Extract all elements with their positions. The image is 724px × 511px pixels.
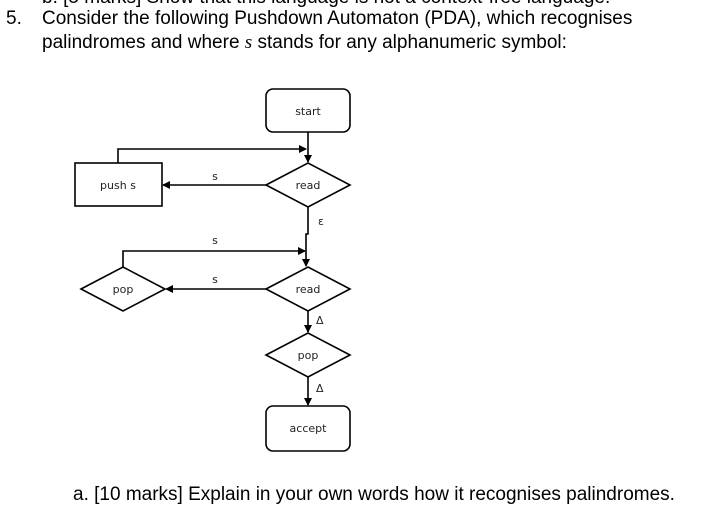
text: palindromes and where — [42, 32, 245, 53]
question-a: a. [10 marks] Explain in your own words … — [73, 484, 675, 505]
question-number: 5. — [6, 8, 22, 29]
edge-label-s-loop: s — [212, 234, 218, 247]
edge-label-s-pop: s — [212, 273, 218, 286]
accept-node — [265, 405, 351, 452]
cut-off-question-b: b. [5 marks] Show that this language is … — [42, 0, 610, 9]
read-node-1 — [264, 162, 352, 208]
edge-push-loop — [117, 145, 307, 163]
edge-label-delta-1: Δ — [316, 314, 324, 327]
read-label-2: read — [296, 283, 321, 296]
push-label: push s — [100, 179, 136, 192]
edge-pop-loop — [122, 247, 306, 267]
pop-loop-label: pop — [113, 283, 134, 296]
pop-final-label: pop — [298, 349, 319, 362]
pop-final-node — [264, 332, 352, 378]
read-label-1: read — [296, 179, 321, 192]
edge-epsilon — [302, 207, 310, 267]
question-text-line2: palindromes and where s stands for any a… — [42, 32, 567, 54]
question-text-line1: Consider the following Pushdown Automato… — [42, 8, 633, 29]
start-label: start — [295, 105, 321, 118]
read-node-2 — [264, 266, 352, 312]
edge-label-epsilon: ε — [318, 215, 324, 228]
accept-label: accept — [290, 422, 328, 435]
edge-label-s-push: s — [212, 170, 218, 183]
edge-label-delta-2: Δ — [316, 382, 324, 395]
text: stands for any alphanumeric symbol: — [252, 32, 567, 53]
symbol-s: s — [244, 32, 253, 53]
